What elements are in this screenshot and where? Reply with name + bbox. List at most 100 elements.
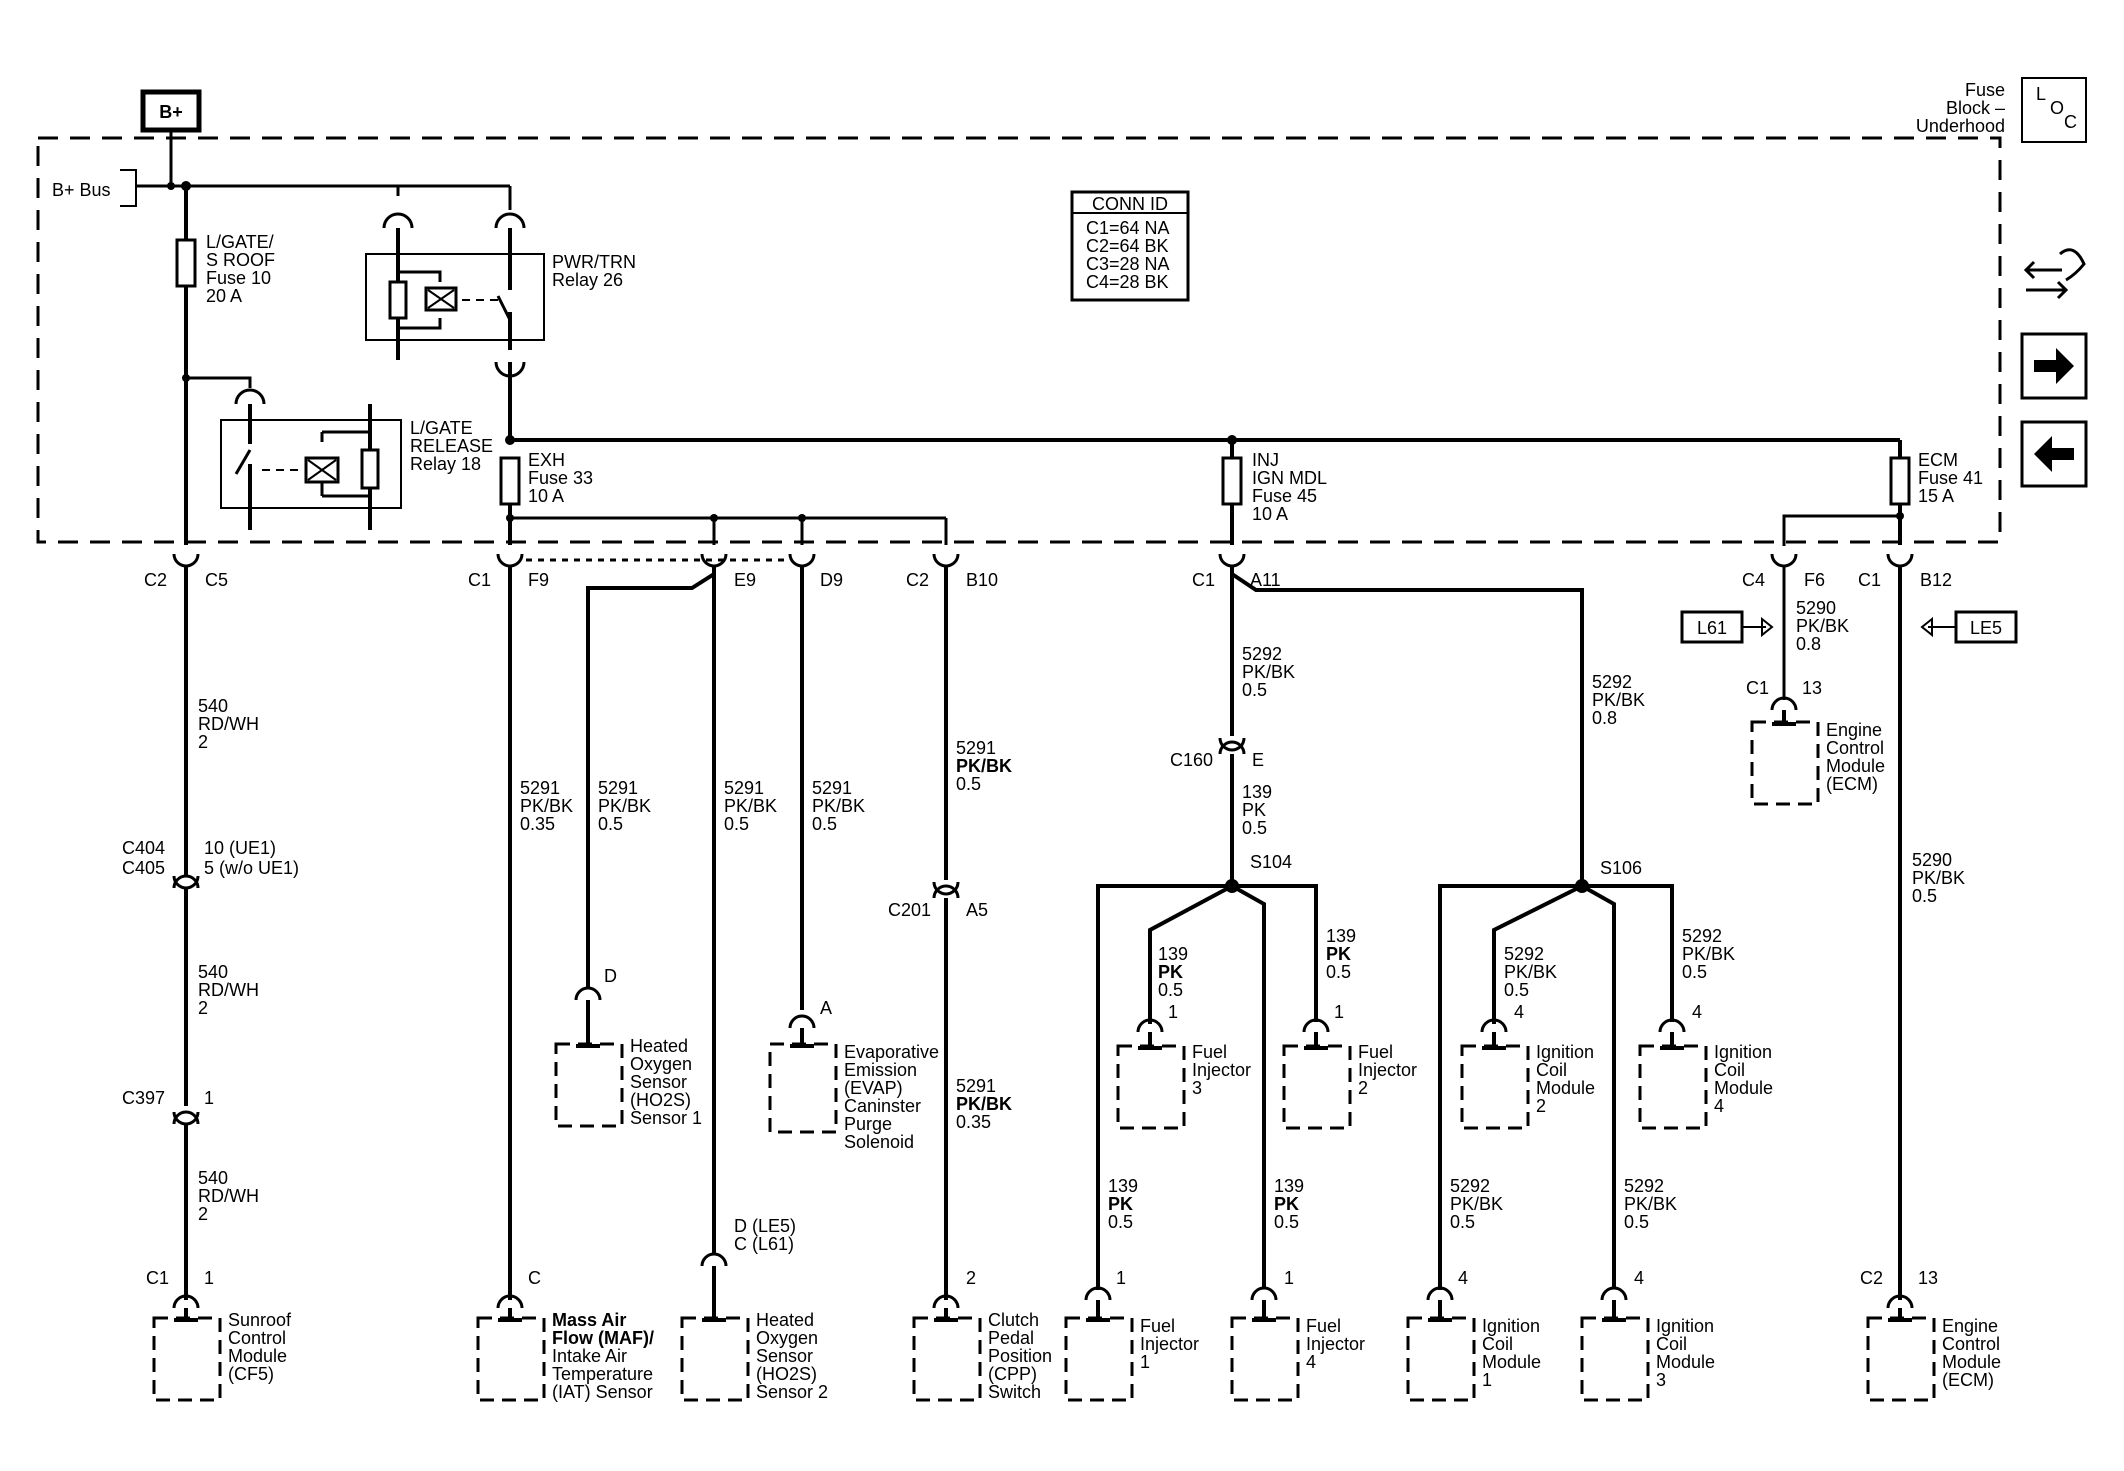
fuse-label: Fuse 45 xyxy=(1252,486,1317,506)
component-label: Module xyxy=(1656,1352,1715,1372)
ign-bus xyxy=(505,435,1900,445)
ho2s-sensor-2[interactable] xyxy=(680,1316,750,1402)
component-label: (ECM) xyxy=(1826,774,1878,794)
component-label: Ignition xyxy=(1482,1316,1540,1336)
component-label: Sensor 2 xyxy=(756,1382,828,1402)
pin-label: 4 xyxy=(1692,1002,1702,1022)
wire-label: 540 xyxy=(198,696,228,716)
connector-label: C1 xyxy=(1858,570,1881,590)
connector-label: C405 xyxy=(122,858,165,878)
conn-id-row: C4=28 BK xyxy=(1086,272,1169,292)
connector-labels: C2 C5 C1 F9 E9 D9 C2 B10 C1 A11 C4 F6 C1… xyxy=(144,570,1952,590)
relay-pwrtrn: PWR/TRN Relay 26 xyxy=(365,186,636,440)
relay-label: L/GATE xyxy=(410,418,473,438)
maf-circuit: 5291 PK/BK 0.35 C Mass Air Flow (MAF)/ I… xyxy=(476,566,654,1402)
fuse-label: Fuse 41 xyxy=(1918,468,1983,488)
wrench-icon[interactable] xyxy=(2021,237,2087,303)
wire-label: 0.5 xyxy=(1326,962,1351,982)
ho2s-sensor-1[interactable] xyxy=(554,1042,624,1128)
wire-label: PK xyxy=(1158,962,1183,982)
relay-label: PWR/TRN xyxy=(552,252,636,272)
ecm-l61-body[interactable] xyxy=(1750,720,1820,806)
cpp-switch[interactable] xyxy=(912,1316,982,1402)
wire-label: 5291 xyxy=(520,778,560,798)
evap-purge-solenoid[interactable] xyxy=(768,1042,838,1134)
conn-id-title: CONN ID xyxy=(1092,194,1168,214)
injector-feed: 5292 PK/BK 0.5 C160 E 139 PK 0.5 S104 xyxy=(1096,566,1584,1290)
ecm-le5-circuit: LE5 5290 PK/BK 0.5 C2 13 Engine Control … xyxy=(1860,566,2018,1402)
ignition-coil-3-body[interactable] xyxy=(1580,1316,1650,1402)
evap-circuit: 5291 PK/BK 0.5 A Evaporative Emission (E… xyxy=(768,566,939,1152)
wire-label: 0.5 xyxy=(1242,818,1267,838)
fuse-exh: EXH Fuse 33 10 A xyxy=(499,450,948,545)
connector-label: C5 xyxy=(205,570,228,590)
wire-label: PK/BK xyxy=(520,796,573,816)
component-label: Engine xyxy=(1826,720,1882,740)
pin-label: D (LE5) xyxy=(734,1216,796,1236)
splice-label: S106 xyxy=(1600,858,1642,878)
connector-label: B10 xyxy=(966,570,998,590)
wire-label: 0.5 xyxy=(1912,886,1937,906)
component-label: 4 xyxy=(1714,1096,1724,1116)
wire-label: 0.5 xyxy=(598,814,623,834)
wire-label: 0.35 xyxy=(520,814,555,834)
wire-label: 5291 xyxy=(956,738,996,758)
relay-lgate-release: L/GATE RELEASE Relay 18 xyxy=(186,376,493,530)
cpp-circuit: 5291 PK/BK 0.5 C201 A5 5291 PK/BK 0.35 2… xyxy=(888,566,1052,1402)
connector-label: C404 xyxy=(122,838,165,858)
fuse-label: 15 A xyxy=(1918,486,1954,506)
loc-letter-o: O xyxy=(2050,98,2064,118)
ecm-le5-body[interactable] xyxy=(1866,1316,1936,1402)
left-arrow-icon[interactable] xyxy=(2020,420,2088,488)
connector-label: C397 xyxy=(122,1088,165,1108)
component-label: Oxygen xyxy=(630,1054,692,1074)
pin-label: 4 xyxy=(1634,1268,1644,1288)
component-label: 2 xyxy=(1358,1078,1368,1098)
component-label: (CF5) xyxy=(228,1364,274,1384)
wire-label: 5290 xyxy=(1796,598,1836,618)
component-label: Oxygen xyxy=(756,1328,818,1348)
wire-label: 0.5 xyxy=(812,814,837,834)
component-label: Coil xyxy=(1482,1334,1513,1354)
wire-label: PK xyxy=(1326,944,1351,964)
fuse-label: IGN MDL xyxy=(1252,468,1327,488)
fuel-injector-2-body[interactable] xyxy=(1282,1044,1352,1130)
wire-label: 0.35 xyxy=(956,1112,991,1132)
pin-label: 1 xyxy=(1168,1002,1178,1022)
pin-label: 2 xyxy=(966,1268,976,1288)
loc-box[interactable] xyxy=(2021,77,2087,143)
component-label: Module xyxy=(1536,1078,1595,1098)
fuel-injector-3-body[interactable] xyxy=(1116,1044,1186,1130)
fuse-inj: INJ IGN MDL Fuse 45 10 A xyxy=(1221,440,1327,545)
pin-label: E xyxy=(1252,750,1264,770)
fuel-injector-1-body[interactable] xyxy=(1064,1316,1134,1402)
fuel-injector-4-body[interactable] xyxy=(1230,1316,1300,1402)
ignition-coil-2-body[interactable] xyxy=(1460,1044,1530,1130)
connector-label: E9 xyxy=(734,570,756,590)
right-arrow-icon[interactable] xyxy=(2020,332,2088,400)
connector-label: C1 xyxy=(1192,570,1215,590)
component-label: Intake Air xyxy=(552,1346,627,1366)
wire-label: PK/BK xyxy=(956,1094,1012,1114)
fuel-injector-4: 139 PK 0.5 1 Fuel Injector 4 xyxy=(1230,1176,1365,1402)
connector-label: C1 xyxy=(146,1268,169,1288)
conn-id-table: CONN ID C1=64 NA C2=64 BK C3=28 NA C4=28… xyxy=(1070,190,1190,302)
sunroof-control-module[interactable] xyxy=(152,1316,222,1402)
wire-label: PK/BK xyxy=(1912,868,1965,888)
pin-label: C (L61) xyxy=(734,1234,794,1254)
ignition-coil-3: 5292 PK/BK 0.5 4 Ignition Coil Module 3 xyxy=(1580,1176,1715,1402)
ignition-coil-4-body[interactable] xyxy=(1638,1044,1708,1130)
fuse-label: 10 A xyxy=(1252,504,1288,524)
component-label: Module xyxy=(1942,1352,2001,1372)
wire-label: RD/WH xyxy=(198,980,259,1000)
component-label: Caninster xyxy=(844,1096,921,1116)
maf-iat-sensor[interactable] xyxy=(476,1316,546,1402)
wire-label: 139 xyxy=(1326,926,1356,946)
wire-label: 0.5 xyxy=(1504,980,1529,1000)
wire-label: 5292 xyxy=(1624,1176,1664,1196)
ignition-coil-1-body[interactable] xyxy=(1406,1316,1476,1402)
component-label: Evaporative xyxy=(844,1042,939,1062)
connector-label: F6 xyxy=(1804,570,1825,590)
wire-label: PK/BK xyxy=(1504,962,1557,982)
component-label: Fuel xyxy=(1358,1042,1393,1062)
